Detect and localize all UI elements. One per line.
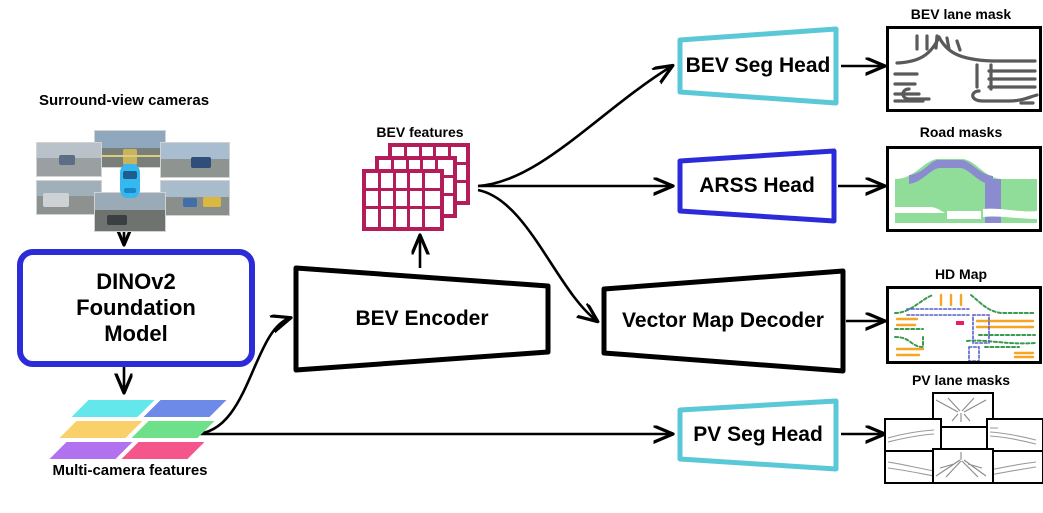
feature-tile-purple <box>49 442 133 459</box>
arss-head-shape <box>677 148 837 224</box>
vector-map-decoder-label: Vector Map Decoder <box>622 309 824 332</box>
feature-tile-pink <box>121 442 205 459</box>
camera-thumb-front-right <box>160 142 230 178</box>
feature-tile-blue <box>143 400 227 417</box>
bev-encoder-shape <box>293 265 551 373</box>
bev-seg-head-shape <box>677 26 839 106</box>
dinov2-label-line1: DINOv2 <box>96 269 176 295</box>
bev-lane-mask-label: BEV lane mask <box>910 6 1012 22</box>
bev-encoder-label: BEV Encoder <box>355 307 489 330</box>
dinov2-foundation-model-block[interactable]: DINOv2 Foundation Model <box>17 249 255 367</box>
arss-head-label: ARSS Head <box>699 174 815 197</box>
bev-seg-head-block[interactable]: BEV Seg Head <box>676 26 840 106</box>
pv-lane-mask-back <box>932 448 994 484</box>
feature-tile-yellow <box>59 421 143 438</box>
vector-map-decoder-shape <box>601 268 846 374</box>
bev-features-stack <box>362 143 474 231</box>
surround-view-camera-rig <box>36 130 236 232</box>
road-masks-output <box>886 146 1042 232</box>
surround-view-cameras-label: Surround-view cameras <box>38 92 210 109</box>
dinov2-label-line2: Foundation <box>76 295 196 321</box>
road-masks-label: Road masks <box>919 124 1003 140</box>
pv-lane-masks-output <box>884 392 1043 484</box>
multi-camera-features-tiles <box>49 400 238 462</box>
feature-tile-green <box>131 421 215 438</box>
arss-head-block[interactable]: ARSS Head <box>676 148 838 224</box>
pv-seg-head-label: PV Seg Head <box>693 423 823 446</box>
arrow-bevfeatures-to-bevseghead <box>477 66 672 188</box>
dinov2-label-line3: Model <box>104 320 168 346</box>
bev-lane-mask-output <box>886 26 1042 112</box>
pv-seg-head-shape <box>677 398 839 472</box>
camera-thumb-back <box>94 192 166 232</box>
pv-lane-mask-front <box>932 392 994 428</box>
camera-thumb-back-right <box>160 180 230 216</box>
bev-seg-head-label: BEV Seg Head <box>685 54 831 77</box>
pv-lane-mask-back-right <box>986 450 1043 484</box>
bev-features-label: BEV features <box>376 124 464 140</box>
camera-thumb-front <box>94 130 166 168</box>
hd-map-label: HD Map <box>934 266 988 282</box>
ego-vehicle-icon <box>120 164 140 198</box>
bev-feature-layer-front <box>362 169 444 231</box>
camera-thumb-back-left <box>36 180 102 215</box>
pv-lane-mask-front-right <box>986 418 1043 452</box>
hd-map-output <box>886 286 1042 364</box>
pv-lane-mask-front-left <box>884 418 942 452</box>
pv-lane-masks-label: PV lane masks <box>911 372 1011 388</box>
multi-camera-features-label: Multi-camera features <box>52 462 208 479</box>
pv-seg-head-block[interactable]: PV Seg Head <box>676 398 840 472</box>
feature-tile-cyan <box>71 400 155 417</box>
camera-thumb-front-left <box>36 142 102 177</box>
vector-map-decoder-block[interactable]: Vector Map Decoder <box>600 268 846 374</box>
dinov2-block-label: DINOv2 Foundation Model <box>76 269 196 347</box>
bev-encoder-block[interactable]: BEV Encoder <box>293 265 551 373</box>
